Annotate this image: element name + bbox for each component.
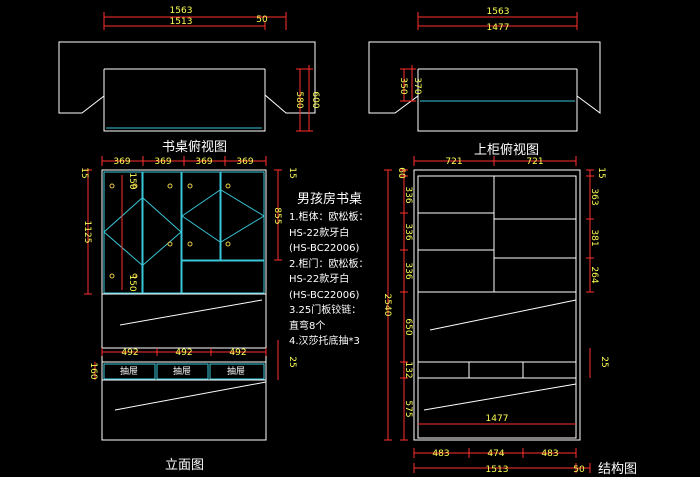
dim-desk-top-w2: 1513 [170,17,193,27]
dim-elev-drawer-3: 492 [229,348,246,358]
dim-elev-hinge-top: 150 [127,172,137,189]
spec-line: 直弯8个 [289,320,326,332]
upper-top-dims [400,12,578,102]
elevation-dims [84,156,282,380]
dim-desk-top-w1: 1563 [170,6,193,16]
dim-str-drawer-2: 474 [487,449,504,459]
dim-str-top-2: 721 [526,157,543,167]
upper-top-view [368,41,601,132]
dim-str-left-7: 575 [403,400,413,417]
spec-line: (HS-BC22006) [289,243,360,254]
dim-str-right-2: 363 [589,188,599,205]
dim-str-drawer-1: 483 [432,449,449,459]
dim-desk-top-d1: 580 [294,91,304,108]
dim-str-right-5: 25 [599,356,609,367]
dim-elev-door-2: 369 [154,157,171,167]
dim-str-right-1: 15 [596,167,606,178]
dim-elev-right-top: 15 [287,167,297,178]
dim-elev-drawer-1: 492 [121,348,138,358]
drawer-label-2: 抽屉 [173,365,191,377]
dim-str-total-h: 2540 [382,294,392,317]
spec-line: 3.25门板铰链： [289,305,362,316]
spec-line: 2.柜门：欧松板： [289,258,369,270]
dim-elev-left-top: 15 [79,167,89,178]
dim-str-left-6: 132 [403,361,413,378]
dim-elev-drawer-h: 160 [88,362,98,379]
structure-title: 结构图 [598,462,638,477]
dim-elev-drawer-2: 492 [175,348,192,358]
dim-str-right-3: 381 [589,229,599,246]
dim-desk-top-r: 50 [256,15,268,25]
dim-desk-top-d2: 600 [310,91,320,108]
spec-line: HS-22款牙白 [289,274,350,285]
dim-elev-drawer-right: 25 [287,356,297,367]
drawer-labels: 抽屉 抽屉 抽屉 [120,365,245,377]
elevation-title: 立面图 [165,458,205,473]
dim-str-left-3: 336 [403,223,413,240]
structure-dims [384,156,594,473]
dim-str-top-1: 721 [445,157,462,167]
dim-elev-hinge-bot: 150 [127,274,137,291]
dim-elev-left-h: 1125 [82,221,92,244]
elevation-hinges [109,183,231,279]
spec-line: (HS-BC22006) [289,289,360,301]
elevation-doors [103,171,265,380]
dim-elev-door-1: 369 [113,157,130,167]
desk-top-dims [103,12,313,132]
dim-elev-door-3: 369 [195,157,212,167]
dim-upper-top-w2: 1477 [487,23,510,33]
dim-str-bottom-inner: 1477 [486,414,509,424]
drawer-label-1: 抽屉 [120,365,138,377]
dim-str-left-1: 60 [396,167,406,179]
dim-str-right-4: 264 [589,266,599,283]
dim-str-left-5: 650 [403,318,413,335]
spec-notes: 男孩房书桌 1.柜体：欧松板： HS-22款牙白 (HS-BC22006) 2.… [289,190,369,350]
spec-line: HS-22款牙白 [289,227,350,239]
spec-title: 男孩房书桌 [297,192,363,207]
dim-upper-top-d1: 350 [398,77,408,94]
desk-top-view-title: 书桌俯视图 [162,140,228,155]
dim-str-left-4: 336 [403,262,413,279]
structure-view [413,169,581,441]
desk-top-view [58,41,316,132]
dim-upper-top-w1: 1563 [487,7,510,17]
dim-str-total-r: 50 [573,465,585,475]
dimension-labels: 1563 50 1513 580 600 1563 1477 350 370 3… [79,6,609,475]
elevation-view [101,169,267,441]
dim-elev-right-h: 855 [272,207,282,224]
dim-str-drawer-3: 483 [541,449,558,459]
dim-str-total-w: 1513 [486,465,509,475]
spec-line: 1.柜体：欧松板： [289,212,369,223]
spec-line: 4.汉莎托底抽*3 [289,336,360,347]
dim-elev-door-4: 369 [236,157,253,167]
dim-upper-top-d2: 370 [412,77,422,94]
drawer-label-3: 抽屉 [227,365,245,377]
dim-str-left-2: 336 [403,186,413,203]
upper-top-view-title: 上柜俯视图 [474,143,540,158]
